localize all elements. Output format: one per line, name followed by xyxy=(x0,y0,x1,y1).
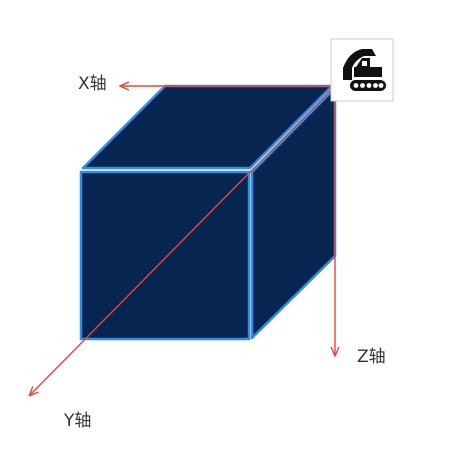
z-axis-label: Z轴 xyxy=(357,347,386,367)
excavator-icon xyxy=(330,38,394,102)
x-axis-label: X轴 xyxy=(78,74,107,94)
cube xyxy=(79,84,337,341)
cube-front-face xyxy=(79,170,251,341)
y-axis-label: Y轴 xyxy=(64,411,92,431)
y-axis-line xyxy=(30,85,336,395)
axes xyxy=(30,86,335,395)
